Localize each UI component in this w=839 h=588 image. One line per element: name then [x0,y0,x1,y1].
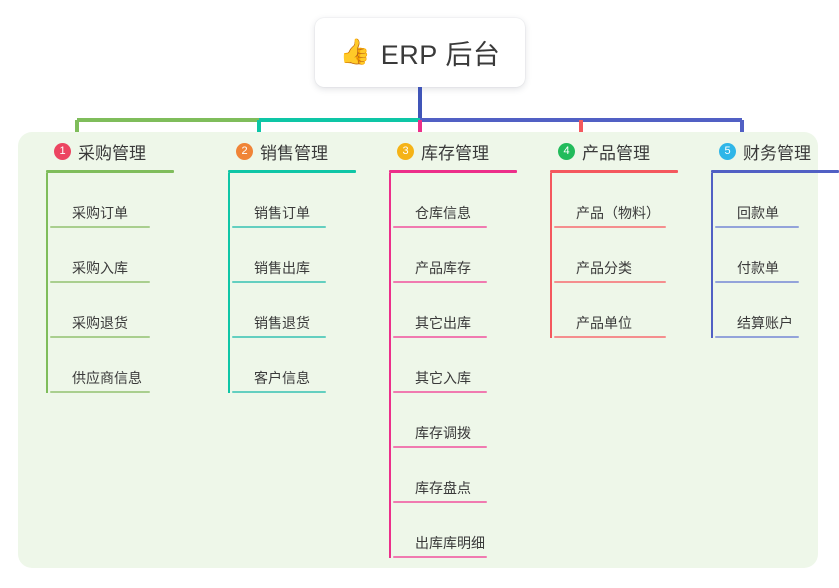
leaf-node[interactable]: 产品（物料） [554,173,700,228]
leaf-underline [393,501,487,503]
leaf-node[interactable]: 采购入库 [50,228,196,283]
branch-column-3: 3 库存管理仓库信息产品库存其它出库其它入库库存调拨库存盘点出库库明细 [379,132,539,558]
leaf-node[interactable]: 产品分类 [554,228,700,283]
leaf-underline [715,336,799,338]
branch-spine: 采购订单采购入库采购退货供应商信息 [46,173,196,393]
leaf-label: 产品（物料） [576,205,660,221]
leaf-label: 销售订单 [254,205,310,221]
branch-underline [550,170,678,173]
leaf-label: 其它入库 [415,370,471,386]
leaf-node[interactable]: 销售订单 [232,173,378,228]
leaf-underline [554,336,666,338]
branch-underline [711,170,839,173]
branch-header-1[interactable]: 1 采购管理 [36,132,196,170]
leaf-label: 仓库信息 [415,205,471,221]
leaf-label: 采购订单 [72,205,128,221]
leaf-node[interactable]: 库存调拨 [393,393,539,448]
branch-title: 库存管理 [421,143,489,163]
branch-title: 采购管理 [78,143,146,163]
column-container: 1 采购管理采购订单采购入库采购退货供应商信息 2 销售管理销售订单销售出库销售退货客… [18,132,839,568]
leaf-node[interactable]: 出库库明细 [393,503,539,558]
branch-column-1: 1 采购管理采购订单采购入库采购退货供应商信息 [36,132,196,393]
leaf-underline [232,336,326,338]
leaf-underline [554,226,666,228]
leaf-label: 库存调拨 [415,425,471,441]
leaf-label: 库存盘点 [415,480,471,496]
branch-underline [46,170,174,173]
leaf-node[interactable]: 产品单位 [554,283,700,338]
leaf-node[interactable]: 销售退货 [232,283,378,338]
branch-column-4: 4 产品管理产品（物料） 产品分类产品单位 [540,132,700,338]
leaf-underline [393,336,487,338]
branch-column-2: 2 销售管理销售订单销售出库销售退货客户信息 [218,132,378,393]
branch-spine: 销售订单销售出库销售退货客户信息 [228,173,378,393]
leaf-label: 回款单 [737,205,779,221]
leaf-node[interactable]: 其它入库 [393,338,539,393]
leaf-node[interactable]: 仓库信息 [393,173,539,228]
branch-title: 产品管理 [582,143,650,163]
branch-number-badge: 3 [397,142,414,160]
leaf-underline [715,226,799,228]
leaf-label: 产品分类 [576,260,632,276]
leaf-node[interactable]: 结算账户 [715,283,839,338]
leaf-node[interactable]: 客户信息 [232,338,378,393]
leaf-underline [393,446,487,448]
leaf-underline [393,391,487,393]
thumbs-up-icon: 👍 [339,38,371,66]
branch-spine: 产品（物料） 产品分类产品单位 [550,173,700,338]
leaf-underline [393,226,487,228]
leaf-label: 供应商信息 [72,370,142,386]
root-title: ERP 后台 [380,40,501,70]
leaf-node[interactable]: 其它出库 [393,283,539,338]
leaf-underline [50,391,150,393]
leaf-label: 销售退货 [254,315,310,331]
branch-spine: 仓库信息产品库存其它出库其它入库库存调拨库存盘点出库库明细 [389,173,539,558]
leaf-underline [50,226,150,228]
branch-spine: 回款单付款单结算账户 [711,173,839,338]
branch-title: 财务管理 [743,143,811,163]
branch-underline [389,170,517,173]
leaf-underline [50,281,150,283]
branch-header-5[interactable]: 5 财务管理 [701,132,839,170]
leaf-underline [232,281,326,283]
leaf-node[interactable]: 付款单 [715,228,839,283]
leaf-underline [50,336,150,338]
branch-number-badge: 5 [719,142,736,160]
leaf-label: 采购入库 [72,260,128,276]
leaf-label: 出库库明细 [415,535,485,551]
branch-header-2[interactable]: 2 销售管理 [218,132,378,170]
leaf-node[interactable]: 库存盘点 [393,448,539,503]
leaf-label: 客户信息 [254,370,310,386]
leaf-label: 产品库存 [415,260,471,276]
leaf-label: 结算账户 [737,315,793,331]
branch-header-4[interactable]: 4 产品管理 [540,132,700,170]
leaf-underline [232,226,326,228]
leaf-label: 其它出库 [415,315,471,331]
leaf-underline [393,556,487,558]
branch-number-badge: 2 [236,142,253,160]
leaf-underline [554,281,666,283]
root-node[interactable]: 👍 ERP 后台 [315,18,525,87]
leaf-underline [232,391,326,393]
content-panel [18,132,818,568]
leaf-label: 采购退货 [72,315,128,331]
leaf-node[interactable]: 回款单 [715,173,839,228]
leaf-label: 付款单 [737,260,779,276]
leaf-node[interactable]: 产品库存 [393,228,539,283]
branch-number-badge: 4 [558,142,575,160]
branch-column-5: 5 财务管理回款单付款单结算账户 [701,132,839,338]
leaf-node[interactable]: 采购退货 [50,283,196,338]
leaf-node[interactable]: 供应商信息 [50,338,196,393]
branch-header-3[interactable]: 3 库存管理 [379,132,539,170]
branch-number-badge: 1 [54,142,71,160]
leaf-underline [393,281,487,283]
leaf-label: 销售出库 [254,260,310,276]
branch-underline [228,170,356,173]
branch-title: 销售管理 [260,143,328,163]
leaf-label: 产品单位 [576,315,632,331]
leaf-underline [715,281,799,283]
leaf-node[interactable]: 采购订单 [50,173,196,228]
leaf-node[interactable]: 销售出库 [232,228,378,283]
